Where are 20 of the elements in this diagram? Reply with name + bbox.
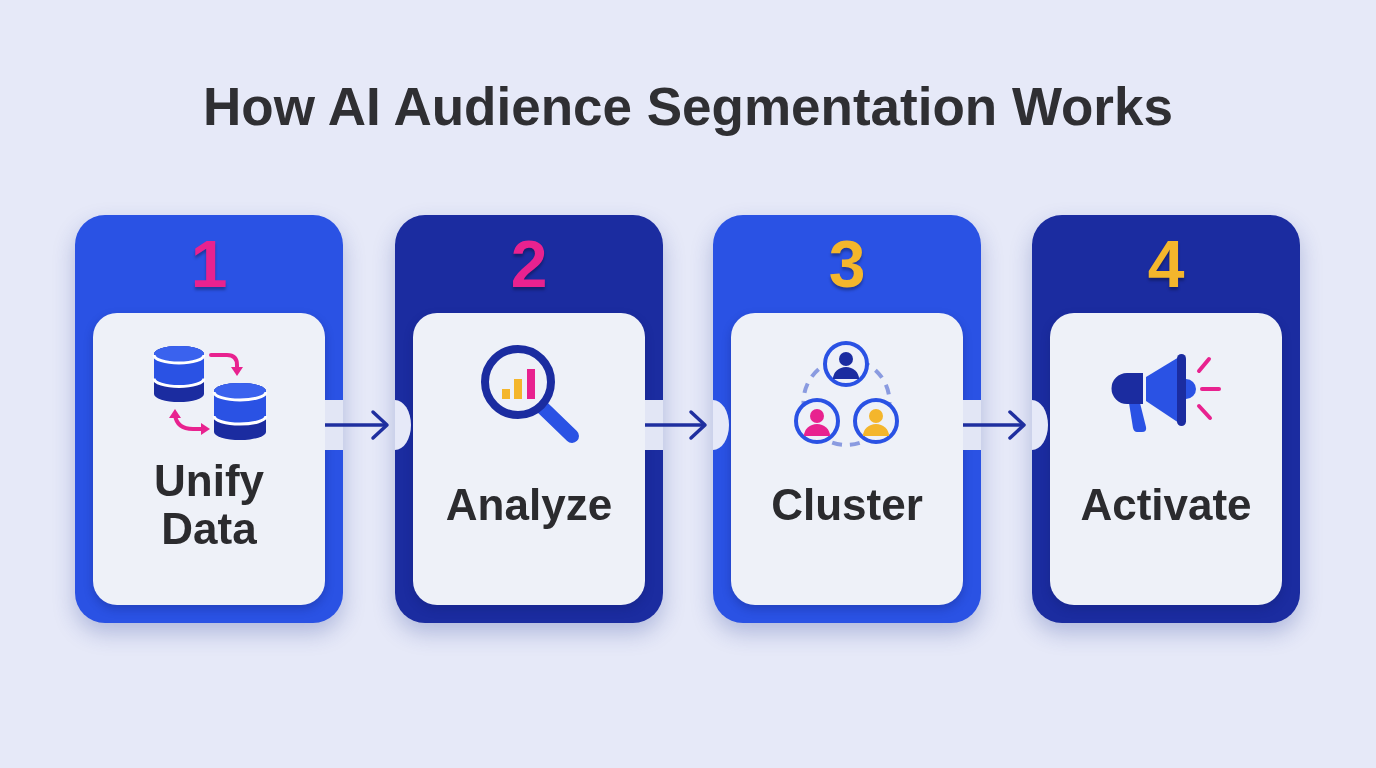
step-label: Unify Data: [153, 456, 265, 554]
step-number: 1: [190, 231, 228, 297]
step-number: 4: [1147, 231, 1185, 297]
step-number: 3: [828, 231, 866, 297]
title: How AI Audience Segmentation Works: [203, 76, 1173, 138]
step-panel: [1050, 313, 1282, 605]
step-panel: [93, 313, 325, 605]
step-label: Analyze: [445, 480, 613, 530]
step-card: [1032, 215, 1300, 623]
step-card: [75, 215, 343, 623]
step-number: 2: [510, 231, 548, 297]
step-panel: [731, 313, 963, 605]
step-card: [395, 215, 663, 623]
arrow: [645, 410, 707, 440]
step-panel: [413, 313, 645, 605]
arrow: [325, 410, 389, 440]
step-label: Cluster: [771, 480, 923, 530]
step-label: Activate: [1080, 480, 1252, 530]
arrow: [963, 410, 1026, 440]
step-card: [713, 215, 981, 623]
